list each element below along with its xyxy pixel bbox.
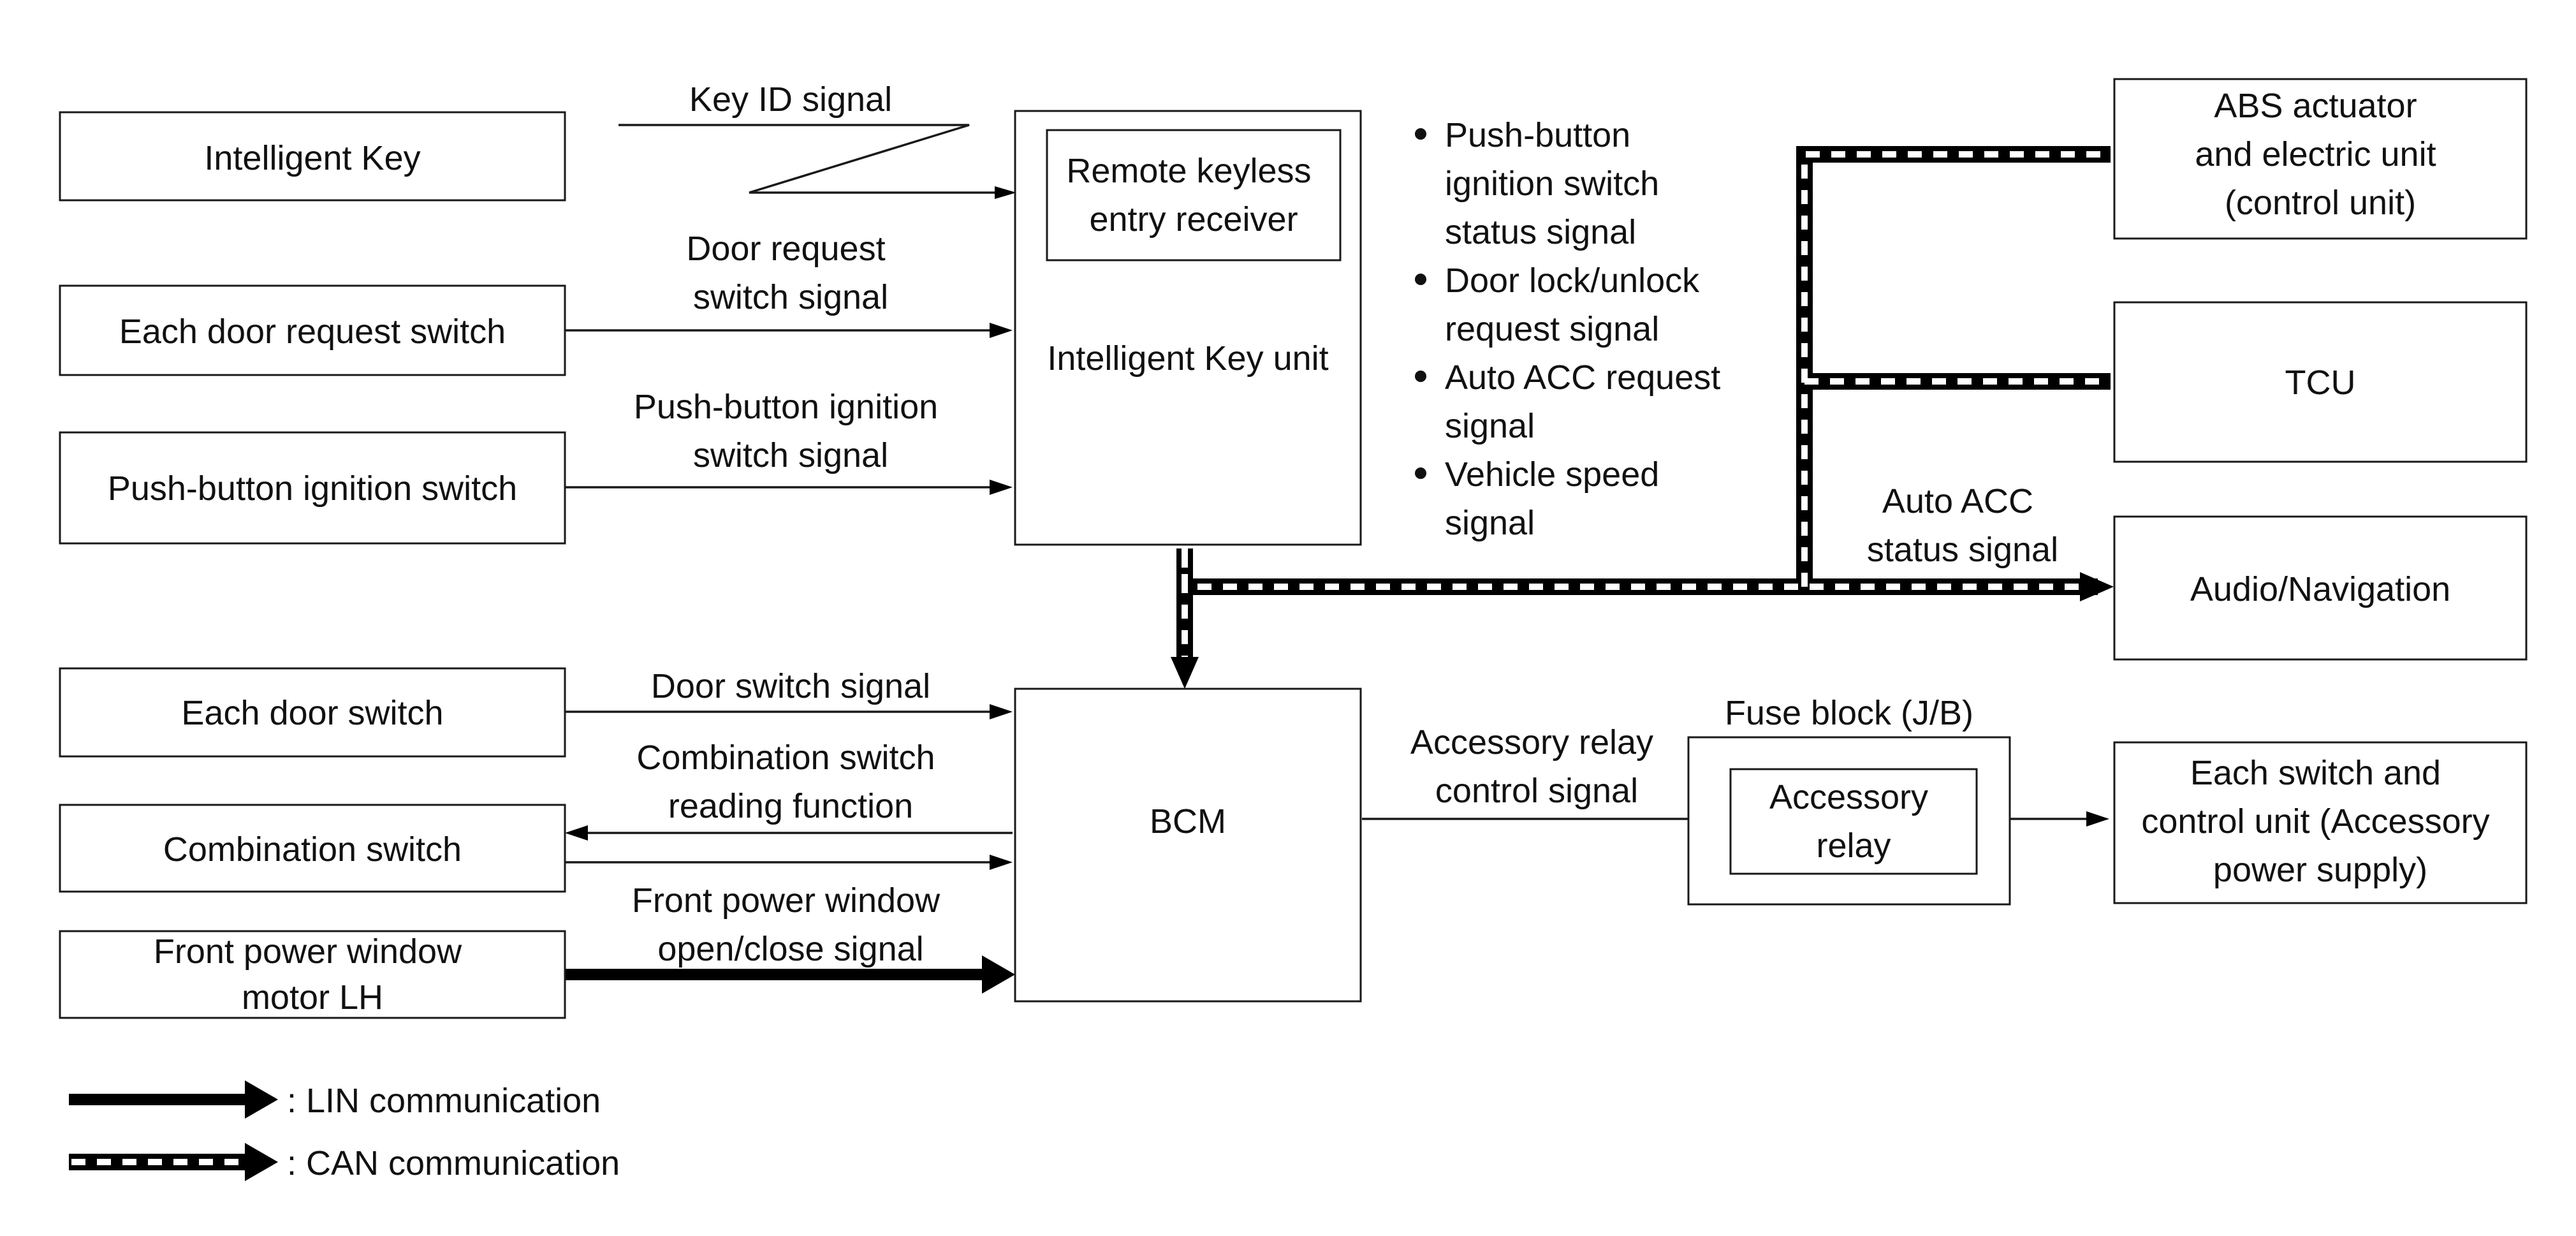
- combination-reading-label: Combination switch reading function: [636, 739, 944, 825]
- tcu-box: [2113, 301, 2528, 463]
- front-power-window-motor-label: Front power window motor LH: [154, 932, 471, 1017]
- can-arrow-head-bcm: [1171, 657, 1199, 689]
- audio-navigation-box: [2113, 515, 2528, 661]
- each-switch-control-unit-label: Each switch and control unit (Accessory …: [2141, 754, 2499, 889]
- bullet: [1415, 128, 1426, 140]
- each-door-request-switch-box: [59, 284, 566, 376]
- bullet: [1415, 274, 1426, 285]
- tcu-label: TCU: [2285, 364, 2356, 402]
- bullet: [1415, 371, 1426, 382]
- intelligent-key-box: [59, 111, 566, 202]
- can-signal-item: Door lock/unlock request signal: [1445, 261, 1709, 348]
- can-bus: [1171, 146, 2114, 689]
- legend-lin-label: : LIN communication: [287, 1082, 601, 1120]
- intelligent-key-label: Intelligent Key: [204, 139, 420, 177]
- can-signal-item: Auto ACC request signal: [1445, 358, 1730, 445]
- intelligent-key-unit-label: Intelligent Key unit: [1047, 339, 1328, 378]
- each-switch-control-unit-box: [2113, 741, 2528, 904]
- push-button-ignition-switch-label: Push-button ignition switch: [108, 469, 517, 508]
- bcm-label: BCM: [1150, 802, 1226, 841]
- auto-acc-status-label: Auto ACC status signal: [1867, 482, 2058, 569]
- each-door-request-switch-label: Each door request switch: [119, 313, 506, 351]
- combination-switch-box: [59, 804, 566, 893]
- legend-can-label: : CAN communication: [287, 1144, 620, 1182]
- bullet: [1415, 467, 1426, 479]
- push-button-ignition-signal-label: Push-button ignition switch signal: [634, 388, 948, 475]
- key-id-signal-line: [618, 124, 1006, 194]
- remote-keyless-entry-receiver-label: Remote keyless entry receiver: [1066, 152, 1321, 239]
- can-signal-item: Vehicle speed signal: [1445, 455, 1669, 542]
- can-signal-item: Push-button ignition switch status signa…: [1445, 116, 1669, 251]
- door-switch-signal-label: Door switch signal: [651, 667, 930, 705]
- combination-switch-label: Combination switch: [163, 830, 462, 869]
- key-id-signal-label: Key ID signal: [689, 80, 892, 119]
- signal-wires: [565, 124, 2109, 994]
- accessory-relay-box: [1729, 768, 1978, 875]
- legend: : LIN communication : CAN communication: [69, 1080, 620, 1182]
- front-power-window-motor-box: [59, 930, 566, 1019]
- can-signal-list: Push-button ignition switch status signa…: [1415, 116, 1730, 542]
- fuse-block-label: Fuse block (J/B): [1725, 694, 1973, 732]
- audio-navigation-label: Audio/Navigation: [2190, 570, 2450, 608]
- door-request-signal-label: Door request switch signal: [686, 230, 895, 316]
- remote-keyless-entry-receiver-box: [1046, 129, 1342, 261]
- accessory-relay-control-label: Accessory relay control signal: [1410, 723, 1663, 810]
- can-arrow-head-audio: [2080, 572, 2114, 601]
- push-button-ignition-switch-box: [59, 431, 566, 545]
- front-power-window-signal-label: Front power window open/close signal: [632, 881, 949, 968]
- each-door-switch-label: Each door switch: [181, 694, 443, 732]
- abs-actuator-label: ABS actuator and electric unit (control …: [2195, 87, 2445, 222]
- accessory-relay-label: Accessory relay: [1769, 778, 1938, 865]
- bcm-box: [1014, 688, 1362, 1003]
- each-door-switch-box: [59, 667, 566, 758]
- abs-actuator-box: [2113, 78, 2528, 240]
